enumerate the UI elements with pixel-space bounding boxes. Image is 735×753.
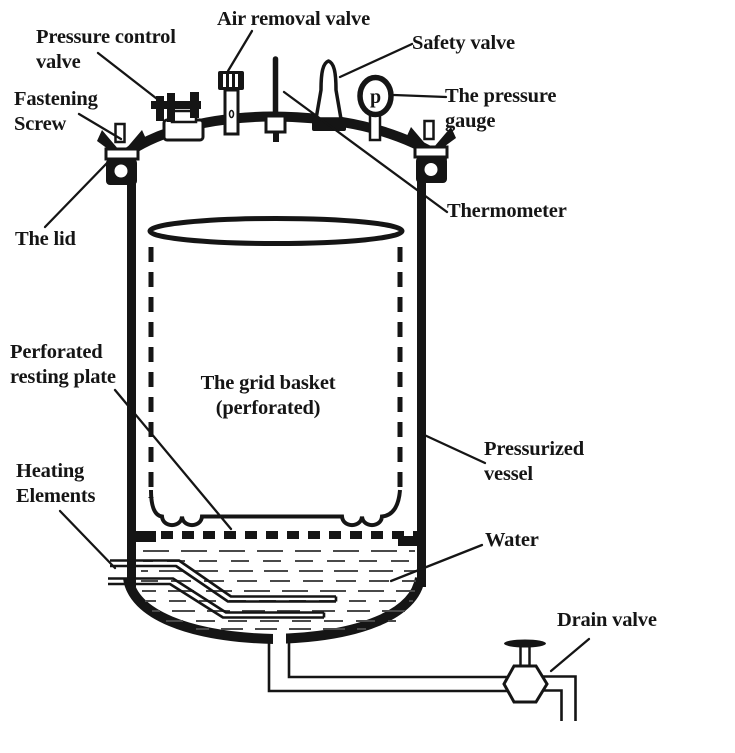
label-heating-elements: Heating Elements xyxy=(16,460,96,507)
safety-valve xyxy=(312,59,346,131)
label-pressurized-vessel: Pressurized vessel xyxy=(484,438,584,485)
drain-pipe-inner xyxy=(287,640,512,679)
pressure-control-valve xyxy=(151,92,205,142)
pressure-gauge: p xyxy=(357,74,394,142)
vessel-wall-right xyxy=(417,179,426,587)
perforated-resting-plate xyxy=(132,531,418,546)
plate-bracket-right xyxy=(398,536,418,546)
drain-outlet-outer xyxy=(543,675,577,721)
leader-perforated-plate xyxy=(113,388,233,531)
label-thermometer: Thermometer xyxy=(447,200,567,222)
leader-pressure-gauge xyxy=(392,93,448,99)
basket-rim xyxy=(147,216,405,246)
grid-basket xyxy=(147,216,405,528)
leader-safety-valve xyxy=(338,42,414,79)
vessel-wall-left xyxy=(127,181,136,587)
fastening-screw-left xyxy=(97,122,147,185)
leader-thermometer xyxy=(282,90,449,214)
thermometer xyxy=(264,56,287,142)
leader-pressurized-vessel xyxy=(418,431,487,465)
drain-outlet-inner xyxy=(543,689,563,721)
leader-drain-valve xyxy=(549,637,591,673)
plate-bracket-left xyxy=(132,531,156,542)
label-pressure-control-valve: Pressure control valve xyxy=(36,26,176,73)
drain-assembly xyxy=(267,630,577,721)
drain-pipe-outer xyxy=(267,638,512,693)
leader-heating-elements xyxy=(58,509,117,570)
drain-valve-handle xyxy=(504,639,546,648)
label-fastening-screw: Fastening Screw xyxy=(14,88,98,135)
leader-water xyxy=(389,543,484,583)
label-water: Water xyxy=(485,529,539,551)
gauge-letter: p xyxy=(370,86,381,108)
leader-fastening-screw xyxy=(77,112,123,141)
water-dashes xyxy=(141,549,416,631)
leader-the-lid xyxy=(43,160,110,229)
drain-valve-body xyxy=(502,664,549,704)
label-air-removal-valve: Air removal valve xyxy=(217,8,370,30)
air-removal-valve xyxy=(218,71,244,136)
label-the-lid: The lid xyxy=(15,228,76,250)
label-safety-valve: Safety valve xyxy=(412,32,515,54)
label-grid-basket: The grid basket (perforated) xyxy=(200,372,336,419)
label-drain-valve: Drain valve xyxy=(557,609,657,631)
leader-pressure-control-valve xyxy=(96,51,163,104)
leader-lines xyxy=(43,29,591,673)
basket-bottom xyxy=(149,489,402,528)
label-perforated-resting-plate: Perforated resting plate xyxy=(10,341,116,388)
fastening-screw-right xyxy=(406,119,456,183)
leader-air-removal-valve xyxy=(226,29,254,73)
label-pressure-gauge: The pressure gauge xyxy=(445,85,557,132)
heating-elements xyxy=(108,559,338,619)
